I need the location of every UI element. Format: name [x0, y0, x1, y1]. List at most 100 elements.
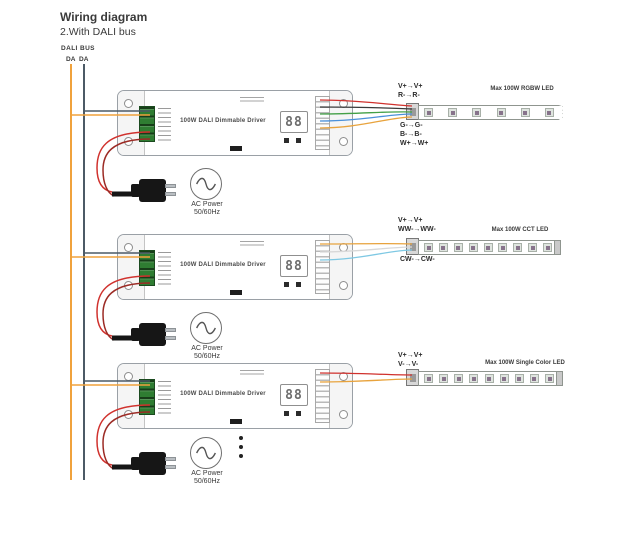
strip2-pin-label: WW-→WW-	[398, 226, 436, 233]
da-wire-label-2: DA	[79, 56, 89, 63]
input-terminal-block	[139, 106, 155, 142]
ac-plug-1	[131, 179, 176, 202]
screw-hole-icon	[124, 243, 133, 252]
seven-segment-display: 88	[280, 111, 308, 133]
ac-power-label: AC Power	[191, 345, 223, 352]
screw-hole-icon	[339, 99, 348, 108]
page-title: Wiring diagram	[60, 10, 148, 24]
led-chip-row	[424, 372, 554, 385]
dali-driver-3: 100W DALI Dimmable Driver 88	[117, 363, 353, 429]
led-chip	[543, 243, 552, 252]
terminal-markings	[158, 252, 171, 286]
led-chip	[529, 374, 539, 383]
connector-pin	[410, 374, 416, 382]
led-chip	[424, 243, 433, 252]
display-value: 88	[285, 387, 303, 403]
screw-hole-icon	[124, 137, 133, 146]
strip1-connector	[406, 103, 419, 120]
plug-prong	[165, 328, 176, 332]
terminal-markings	[158, 108, 171, 142]
seven-segment-display: 88	[280, 255, 308, 277]
dim-up-button	[284, 138, 289, 143]
screw-hole-icon	[339, 372, 348, 381]
input-terminal-block	[139, 250, 155, 286]
more-units-dot	[239, 436, 243, 440]
led-chip	[496, 108, 506, 117]
strip2-pin-label: V+→V+	[398, 217, 423, 224]
led-chip	[424, 374, 433, 383]
seven-segment-display: 88	[280, 384, 308, 406]
plug-prong	[165, 192, 176, 196]
strip3-pin-label: V-→V-	[398, 361, 419, 368]
dip-switch	[230, 419, 242, 424]
led-chip	[513, 243, 523, 252]
strip3-title: Max 100W Single Color LED	[485, 360, 565, 366]
screw-hole-icon	[124, 281, 133, 290]
dip-switch-markings	[240, 370, 264, 377]
screw-hole-icon	[339, 137, 348, 146]
dim-down-button	[296, 138, 301, 143]
driver-model-label: 100W DALI Dimmable Driver	[180, 118, 266, 124]
cord-boot	[131, 457, 140, 470]
dip-switch	[230, 290, 242, 295]
ac-source-icon	[190, 168, 222, 200]
plug-prong	[165, 336, 176, 340]
led-chip	[499, 374, 509, 383]
plug-prong	[165, 457, 176, 461]
led-strip-cct	[418, 240, 561, 255]
led-chip	[483, 243, 493, 252]
led-chip	[545, 374, 554, 383]
dip-switch	[230, 146, 242, 151]
output-terminal-strip	[315, 369, 330, 423]
more-units-dot	[239, 454, 243, 458]
ac-power-label: AC Power	[191, 470, 223, 477]
display-value: 88	[285, 258, 303, 274]
ac-plug-3	[131, 452, 176, 475]
connector-pin	[410, 243, 416, 251]
led-strip-rgbw	[418, 105, 563, 120]
strip1-pin-label: G-→G-	[400, 122, 423, 129]
ac-freq-label: 50/60Hz	[193, 209, 221, 216]
driver-model-label: 100W DALI Dimmable Driver	[180, 262, 266, 268]
led-chip	[439, 374, 449, 383]
led-chip	[438, 243, 448, 252]
led-chip	[454, 374, 464, 383]
dim-up-button	[284, 282, 289, 287]
screw-hole-icon	[124, 410, 133, 419]
screw-hole-icon	[339, 410, 348, 419]
plug-prong	[165, 184, 176, 188]
led-strip-single-color	[418, 371, 563, 386]
led-chip	[424, 108, 433, 117]
strip3-pin-label: V+→V+	[398, 352, 423, 359]
led-chip	[544, 108, 554, 117]
led-chip-row	[424, 106, 554, 119]
dali-driver-1: 100W DALI Dimmable Driver 88	[117, 90, 353, 156]
led-chip	[484, 374, 494, 383]
ac-source-icon	[190, 437, 222, 469]
strip-endcap	[556, 372, 562, 385]
strip-endcap	[554, 241, 560, 254]
screw-hole-icon	[124, 372, 133, 381]
ac-freq-label: 50/60Hz	[193, 478, 221, 485]
driver-model-label: 100W DALI Dimmable Driver	[180, 391, 266, 397]
dip-switch-markings	[240, 97, 264, 104]
more-units-dot	[239, 445, 243, 449]
strip2-pin-label: CW-→CW-	[400, 256, 435, 263]
connector-pin	[410, 108, 416, 116]
led-chip	[472, 108, 482, 117]
screw-hole-icon	[339, 281, 348, 290]
ac-freq-label: 50/60Hz	[193, 353, 221, 360]
strip1-pin-label: B-→B-	[400, 131, 422, 138]
terminal-markings	[158, 381, 171, 415]
dali-driver-2: 100W DALI Dimmable Driver 88	[117, 234, 353, 300]
page-subtitle: 2.With DALI bus	[60, 26, 136, 38]
led-chip	[448, 108, 458, 117]
led-chip-row	[424, 241, 552, 254]
led-chip	[514, 374, 524, 383]
ac-power-label: AC Power	[191, 201, 223, 208]
input-terminal-block	[139, 379, 155, 415]
dim-up-button	[284, 411, 289, 416]
cord-boot	[131, 184, 140, 197]
plug-prong	[165, 465, 176, 469]
cord-boot	[131, 328, 140, 341]
